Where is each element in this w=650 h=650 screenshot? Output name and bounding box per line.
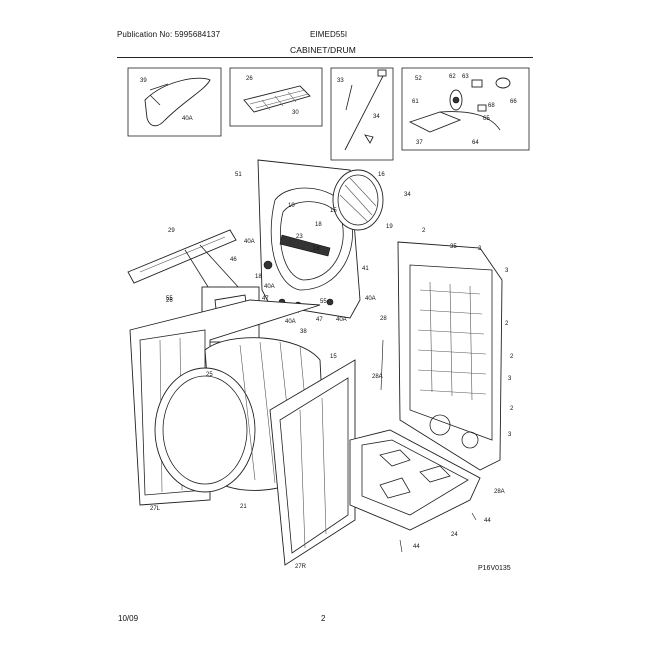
callout-47: 47 xyxy=(262,296,269,302)
callout-33: 33 xyxy=(337,78,344,84)
callout-26: 26 xyxy=(246,76,253,82)
callout-26-rail: 26 xyxy=(166,298,173,304)
callout-51: 51 xyxy=(235,172,242,178)
model-number: EIMED55I xyxy=(310,30,348,39)
callout-18: 18 xyxy=(315,222,322,228)
callout-18b: 18 xyxy=(313,246,320,252)
callout-28a-2: 28A xyxy=(494,489,505,495)
callout-68: 68 xyxy=(488,103,495,109)
callout-55b: 55 xyxy=(166,296,173,302)
figure-code: P16V0135 xyxy=(478,565,511,572)
callout-2-a: 2 xyxy=(422,228,426,234)
callout-30: 30 xyxy=(292,110,299,116)
callout-2-d: 2 xyxy=(510,354,514,360)
callout-37: 37 xyxy=(416,140,423,146)
callout-35: 35 xyxy=(450,244,457,250)
inset-box-4: 52 62 63 61 66 68 65 37 64 xyxy=(401,67,530,151)
callout-39: 39 xyxy=(140,78,147,84)
callout-40a-6: 40A xyxy=(365,296,376,302)
callout-61: 61 xyxy=(412,99,419,105)
callout-23: 23 xyxy=(296,234,303,240)
inset-box-2: 26 30 xyxy=(229,67,323,127)
callout-44-b: 44 xyxy=(484,518,491,524)
callout-28a-1: 28A xyxy=(372,374,383,380)
callout-65: 65 xyxy=(483,116,490,122)
callout-52: 52 xyxy=(415,76,422,82)
callout-64: 64 xyxy=(472,140,479,146)
callout-25: 25 xyxy=(206,372,213,378)
callout-40a-5: 40A xyxy=(336,317,347,323)
callout-3-c: 3 xyxy=(508,432,512,438)
callout-27l: 27L xyxy=(150,506,161,512)
inset-box-3: 33 34 xyxy=(330,67,394,161)
front-bulkhead: 51 16 34 19 10 18 15 23 18 40A 46 18 40A… xyxy=(230,159,411,335)
callout-46: 46 xyxy=(230,257,237,263)
right-side-panel: 27R xyxy=(269,359,356,570)
callout-40a-1: 40A xyxy=(244,239,255,245)
header-rule xyxy=(117,57,533,58)
callout-40a-4: 40A xyxy=(285,319,296,325)
callout-28: 28 xyxy=(380,316,387,322)
callout-2-c: 2 xyxy=(505,321,509,327)
callout-3-a: 3 xyxy=(505,268,509,274)
callout-38: 38 xyxy=(300,329,307,335)
publication-number: Publication No: 5995684137 xyxy=(117,30,221,39)
rear-panel: 2 35 2 3 2 2 3 2 3 28 28A 28A xyxy=(372,228,514,495)
section-title: CABINET/DRUM xyxy=(290,45,356,55)
callout-18c: 18 xyxy=(255,274,262,280)
callout-40a-2: 40A xyxy=(264,284,275,290)
callout-47b: 47 xyxy=(316,317,323,323)
callout-3-b: 3 xyxy=(508,376,512,382)
callout-34-inset: 34 xyxy=(373,114,380,120)
callout-66: 66 xyxy=(510,99,517,105)
callout-21: 21 xyxy=(240,504,247,510)
inset-box-1: 39 40A xyxy=(127,67,222,137)
callout-10: 10 xyxy=(288,203,295,209)
callout-15: 15 xyxy=(330,208,337,214)
callout-34: 34 xyxy=(404,192,411,198)
callout-19: 19 xyxy=(386,224,393,230)
callout-24: 24 xyxy=(451,532,458,538)
callout-2-e: 2 xyxy=(510,406,514,412)
callout-40a-inset: 40A xyxy=(182,116,193,122)
callout-16: 16 xyxy=(378,172,385,178)
callout-44-a: 44 xyxy=(413,544,420,550)
callout-41: 41 xyxy=(362,266,369,272)
callout-15-drum: 15 xyxy=(330,354,337,360)
footer-date: 10/09 xyxy=(118,614,139,623)
callout-55: 55 xyxy=(320,299,327,305)
base: 44 44 24 xyxy=(349,429,491,553)
callout-62: 62 xyxy=(449,74,456,80)
callout-29: 29 xyxy=(168,228,175,234)
callout-27r: 27R xyxy=(295,564,307,570)
callout-2-b: 2 xyxy=(478,246,482,252)
footer-page-number: 2 xyxy=(321,614,326,623)
callout-63: 63 xyxy=(462,74,469,80)
